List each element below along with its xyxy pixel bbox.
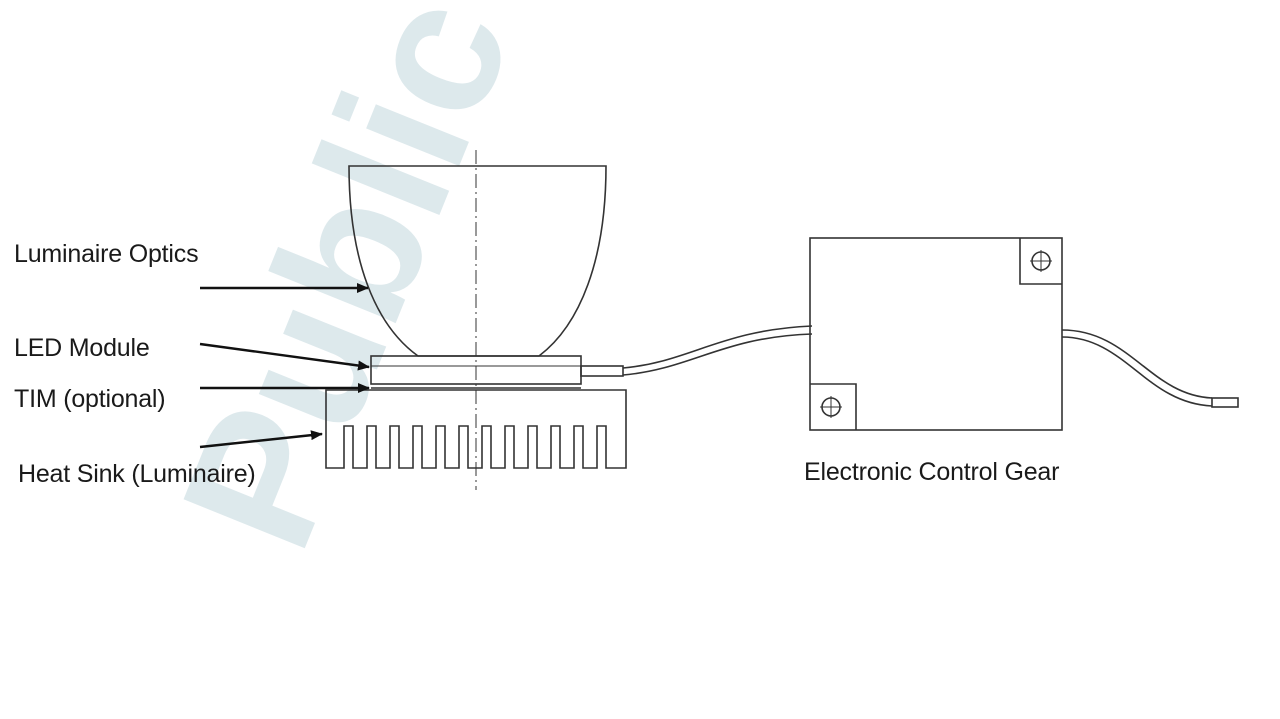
label-luminaire-optics: Luminaire Optics — [14, 240, 199, 268]
arrow-led-module — [199, 342, 370, 371]
label-heat-sink: Heat Sink (Luminaire) — [18, 460, 256, 488]
heat-sink — [325, 389, 627, 469]
led-to-gear-cable-outer — [622, 325, 813, 369]
led-to-gear-cable-inner — [622, 333, 813, 376]
arrow-heat-sink — [199, 430, 323, 449]
gear-mounting-tab-bottom — [810, 383, 857, 430]
mains-cable-end — [1211, 397, 1239, 408]
gear-mounting-tab-top — [1019, 238, 1062, 285]
label-tim: TIM (optional) — [14, 385, 166, 413]
mains-cable-inner — [1061, 336, 1213, 407]
mains-cable-outer — [1061, 329, 1213, 399]
label-electronic-control-gear: Electronic Control Gear — [804, 458, 1060, 486]
control-gear-box — [809, 237, 1063, 431]
label-led-module: LED Module — [14, 334, 150, 362]
led-module-connector — [580, 365, 624, 377]
